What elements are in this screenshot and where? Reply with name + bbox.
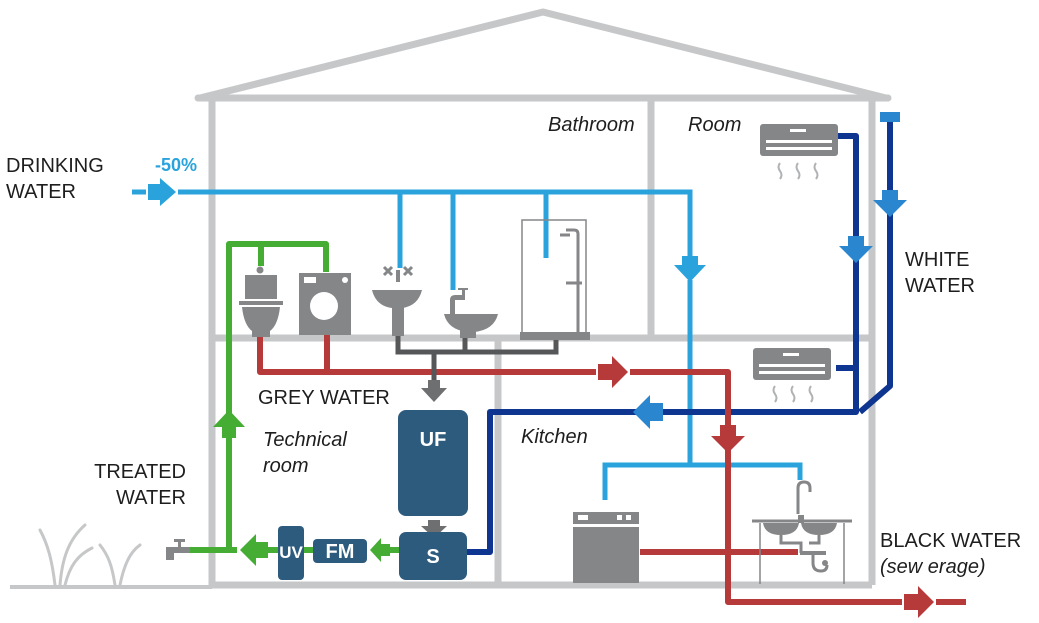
treated-water-label-1: TREATED bbox=[94, 461, 186, 483]
roof-drain-icon bbox=[880, 112, 900, 122]
uf-to-s-arrow bbox=[421, 520, 447, 538]
drinking-reduction-label: -50% bbox=[155, 155, 197, 175]
grey-water-label: GREY WATER bbox=[258, 387, 390, 409]
black-water-pipes bbox=[257, 335, 966, 605]
bidet-icon bbox=[444, 288, 498, 338]
drinking-water-label-1: DRINKING bbox=[6, 155, 104, 177]
uv-unit: UV bbox=[278, 526, 304, 580]
treated-water-label-2: WATER bbox=[116, 487, 186, 509]
room-label-technical-2: room bbox=[263, 455, 309, 477]
dishwasher-icon bbox=[573, 512, 639, 583]
room-label-kitchen: Kitchen bbox=[521, 426, 588, 448]
outdoor-tap-icon bbox=[166, 539, 190, 560]
shower-icon bbox=[520, 219, 590, 340]
storage-label: S bbox=[426, 546, 439, 568]
white-water-down-arrow-2 bbox=[839, 236, 873, 263]
air-conditioner-icon-upper bbox=[760, 124, 838, 180]
grey-water-down-arrow bbox=[421, 380, 447, 402]
white-water-left-arrow bbox=[633, 395, 663, 429]
black-water-label: BLACK WATER bbox=[880, 530, 1021, 552]
room-label-bathroom: Bathroom bbox=[548, 114, 635, 136]
drinking-water-label-2: WATER bbox=[6, 181, 76, 203]
kitchen-sink-icon bbox=[752, 480, 852, 584]
washbasin-icon bbox=[372, 265, 422, 336]
drinking-water-pipes bbox=[132, 189, 803, 500]
black-water-down-arrow bbox=[711, 425, 745, 453]
white-water-label-1: WHITE bbox=[905, 249, 969, 271]
uf-unit: UF bbox=[398, 410, 468, 516]
drinking-water-inlet-arrow bbox=[148, 178, 176, 206]
washing-machine-icon bbox=[299, 273, 351, 335]
treated-water-left-arrow-2 bbox=[370, 538, 390, 562]
air-conditioner-icon-lower bbox=[753, 348, 831, 403]
fm-label: FM bbox=[326, 541, 355, 563]
uv-label: UV bbox=[279, 543, 303, 562]
treated-water-left-arrow-1 bbox=[240, 534, 268, 566]
storage-unit: S bbox=[399, 532, 467, 580]
toilet-icon bbox=[239, 266, 283, 337]
treated-water-up-arrow bbox=[213, 410, 245, 438]
black-water-right-arrow-1 bbox=[598, 356, 628, 388]
room-label-room: Room bbox=[688, 114, 741, 136]
grey-water-pipes bbox=[395, 335, 559, 380]
grass-icon bbox=[38, 523, 142, 587]
uf-label: UF bbox=[420, 429, 447, 451]
black-water-out-arrow bbox=[904, 586, 934, 618]
white-water-down-arrow-1 bbox=[873, 190, 907, 217]
black-water-sub-label: (sew erage) bbox=[880, 556, 986, 578]
flow-meter-unit: FM bbox=[313, 539, 367, 563]
roof bbox=[196, 8, 890, 102]
white-water-label-2: WATER bbox=[905, 275, 975, 297]
drinking-water-down-arrow bbox=[674, 256, 706, 282]
room-label-technical-1: Technical bbox=[263, 429, 347, 451]
